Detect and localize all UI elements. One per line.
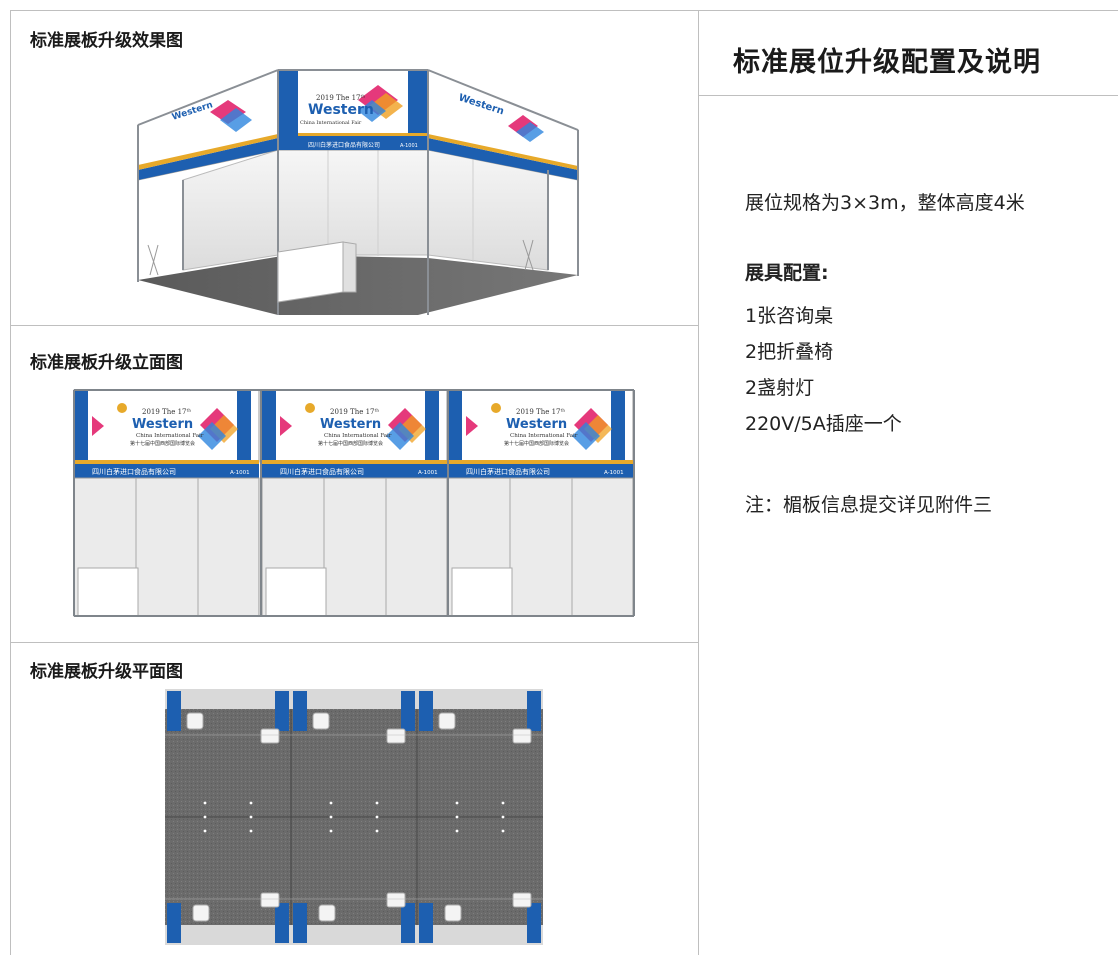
booth-elevation: 2019 The 17ᵗʰ Western China Internationa… — [73, 389, 635, 617]
booth-3d-render: 2019 The 17ᵗʰ Western China Internationa… — [137, 69, 579, 315]
svg-text:2019 The 17ᵗʰ: 2019 The 17ᵗʰ — [316, 94, 365, 102]
plan-spotlights — [203, 801, 505, 833]
right-header: 标准展位升级配置及说明 — [699, 10, 1118, 96]
config-item: 2盏射灯 — [745, 377, 815, 399]
effect-title: 标准展板升级效果图 — [30, 31, 183, 51]
svg-text:A-1001: A-1001 — [400, 143, 418, 149]
config-item: 1张咨询桌 — [745, 305, 834, 327]
left-panel — [10, 10, 699, 955]
effect-section: 标准展板升级效果图 — [10, 10, 698, 326]
svg-text:2019 The 17ᵗʰ: 2019 The 17ᵗʰ — [142, 408, 191, 416]
booth-spec: 展位规格为3×3m，整体高度4米 — [745, 192, 1025, 214]
svg-text:第十七届中国西部国际博览会: 第十七届中国西部国际博览会 — [130, 440, 195, 447]
page-title: 标准展位升级配置及说明 — [733, 47, 1041, 78]
elevation-frame — [73, 389, 635, 617]
elevation-title: 标准展板升级立面图 — [30, 353, 183, 373]
config-heading: 展具配置: — [745, 262, 829, 284]
svg-text:China International Fair: China International Fair — [300, 120, 362, 126]
svg-text:China International Fair: China International Fair — [136, 433, 204, 439]
frame-posts — [137, 69, 579, 315]
booth-floor — [138, 255, 578, 315]
fascia-note: 注：楣板信息提交详见附件三 — [745, 494, 993, 516]
elevation-section: 标准展板升级立面图 — [10, 326, 698, 643]
config-item: 2把折叠椅 — [745, 341, 834, 363]
plan-title: 标准展板升级平面图 — [30, 662, 183, 682]
config-item: 220V/5A插座一个 — [745, 413, 902, 435]
svg-text:Western: Western — [308, 102, 374, 118]
svg-text:Western: Western — [132, 417, 193, 432]
counter-desk — [277, 241, 344, 303]
config-list: 1张咨询桌 2把折叠椅 2盏射灯 220V/5A插座一个 — [745, 298, 902, 442]
plan-bottom-row — [165, 892, 543, 945]
svg-text:A-1001: A-1001 — [230, 470, 250, 476]
svg-text:四川白茅进口食品有限公司: 四川白茅进口食品有限公司 — [92, 467, 176, 476]
plan-section: 标准展板升级平面图 — [10, 643, 698, 955]
elevation-booths: 2019 The 17ᵗʰ Western China Internationa… — [73, 389, 634, 617]
folding-chairs — [147, 239, 534, 276]
booth-floor-plan — [165, 689, 543, 945]
left-border — [10, 10, 11, 955]
svg-text:四川白茅进口食品有限公司: 四川白茅进口食品有限公司 — [308, 141, 380, 149]
booth-back-wall — [182, 149, 549, 271]
top-border — [10, 10, 1118, 11]
plan-top-row — [165, 689, 543, 744]
